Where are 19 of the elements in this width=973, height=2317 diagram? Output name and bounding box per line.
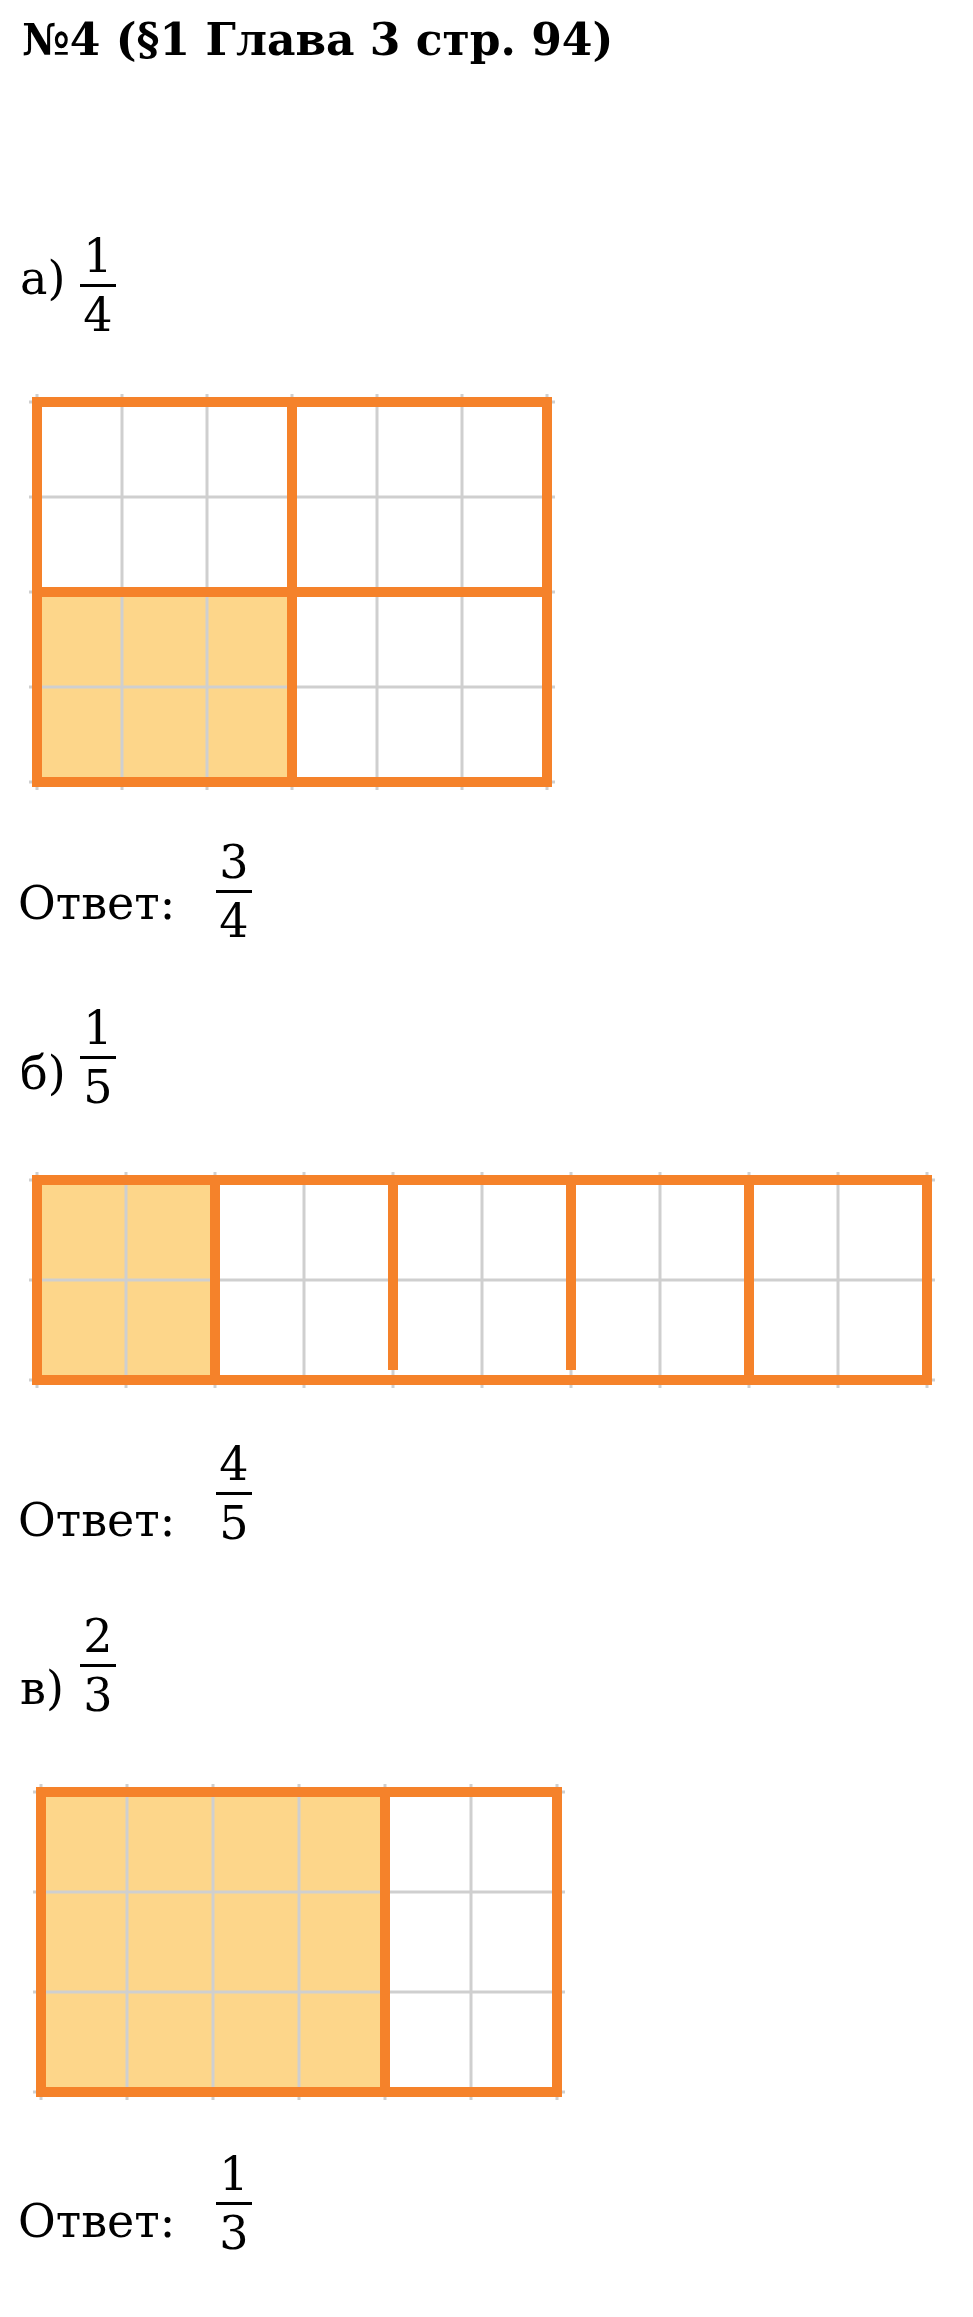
fraction-numerator: 1 [219,2150,249,2199]
item-letter: б) [20,1050,66,1096]
fraction-denominator: 4 [83,291,113,340]
fraction-numerator: 2 [83,1612,113,1661]
fraction-denominator: 5 [83,1063,113,1112]
answer-label: Ответ: [18,1497,176,1543]
item-letter: в) [20,1665,64,1711]
fraction-numerator: 3 [219,838,249,887]
fraction-denominator: 3 [219,2209,249,2258]
fraction-numerator: 1 [83,1004,113,1053]
fraction-numerator: 4 [219,1440,249,1489]
fraction-numerator: 1 [83,232,113,281]
page-title: №4 (§1 Глава 3 стр. 94) [22,18,614,62]
answer-label: Ответ: [18,880,176,926]
answer-label: Ответ: [18,2198,176,2244]
item-letter: а) [20,255,66,301]
fraction-denominator: 4 [219,897,249,946]
fraction-denominator: 5 [219,1499,249,1548]
fraction-denominator: 3 [83,1671,113,1720]
